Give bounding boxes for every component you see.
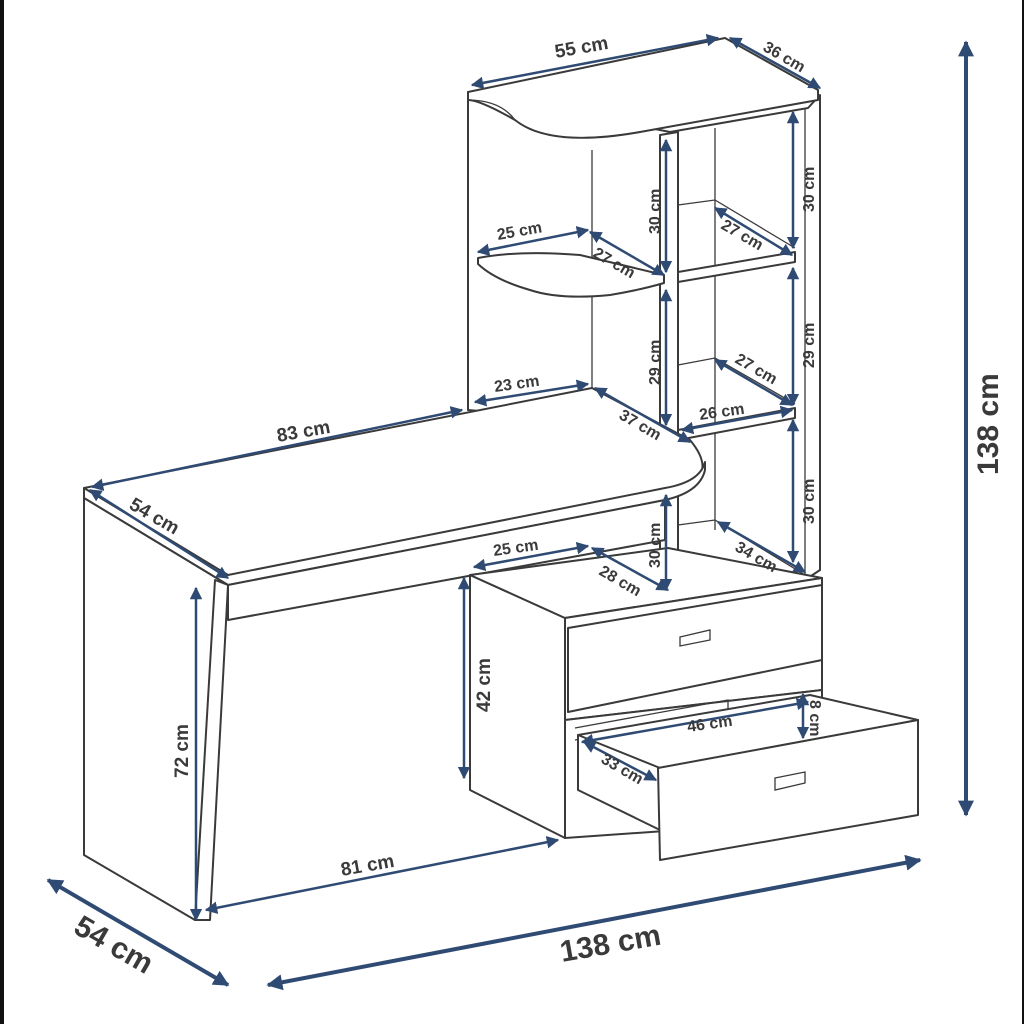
- dim-drawer-width: [580, 697, 810, 747]
- label-under-h: 30 cm: [647, 523, 664, 568]
- drawer-cabinet: [469, 547, 919, 861]
- upper-drawer-handle: [679, 629, 711, 647]
- dim-shelf3-depth: [593, 386, 692, 444]
- dim-top-width: [470, 33, 720, 90]
- upper-drawer: [567, 584, 823, 713]
- label-under-width: 25 cm: [492, 537, 539, 560]
- dim-shelf3-width: [473, 379, 590, 407]
- dim-desk-length: [90, 406, 464, 491]
- label-shelf1-h-right: 30 cm: [801, 167, 818, 212]
- right-border: [1022, 0, 1024, 1024]
- label-shelf3-right-width: 26 cm: [698, 401, 745, 424]
- label-shelf2-h-left: 29 cm: [647, 340, 664, 385]
- dim-total-depth: [46, 878, 230, 987]
- dimension-lines: [46, 33, 974, 991]
- label-top-width: 55 cm: [553, 33, 610, 63]
- dim-under-depth: [590, 546, 670, 592]
- label-cabinet-height: 42 cm: [474, 658, 495, 712]
- right-shelf-1: [677, 251, 796, 283]
- label-total-height: 138 cm: [972, 373, 1005, 475]
- dim-shelf4-right-depth: [716, 520, 807, 574]
- open-drawer-front: [657, 719, 919, 861]
- label-drawer-height: 8 cm: [806, 700, 823, 736]
- label-shelf1-h-left: 30 cm: [647, 189, 664, 234]
- open-drawer-handle: [774, 771, 806, 791]
- dim-top-depth: [728, 36, 822, 90]
- label-shelf4-h-right: 30 cm: [801, 479, 818, 524]
- label-leg-height: 72 cm: [172, 724, 193, 778]
- label-knee-width: 81 cm: [339, 851, 396, 881]
- dim-shelf1-width: [476, 226, 590, 256]
- dim-shelf1-depth: [588, 230, 666, 277]
- label-shelf3-width: 23 cm: [493, 373, 540, 396]
- dim-shelf3-right-width: [680, 405, 794, 435]
- dim-desk-depth: [88, 488, 230, 580]
- dim-knee-width: [204, 836, 560, 914]
- dim-drawer-depth: [582, 740, 658, 782]
- dim-shelf2-right-depth: [713, 358, 794, 407]
- label-drawer-width: 46 cm: [686, 713, 733, 736]
- dim-shelf1-right-depth: [713, 206, 794, 257]
- label-shelf2-h-right: 29 cm: [801, 323, 818, 368]
- dim-total-width: [266, 854, 922, 991]
- dim-under-width: [472, 541, 590, 572]
- left-border: [0, 0, 4, 1024]
